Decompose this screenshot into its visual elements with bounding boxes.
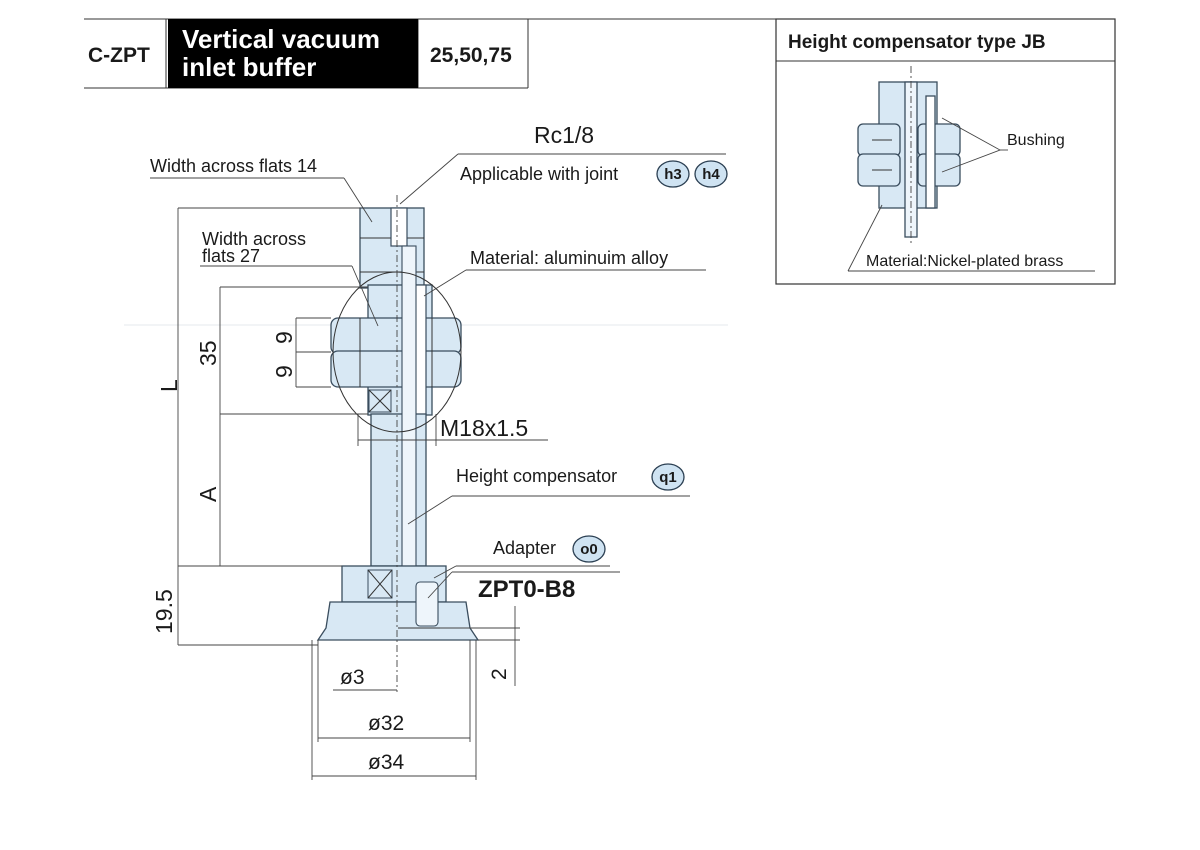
port-thread-label: Rc1/8: [534, 122, 594, 148]
body-cross-mark: [368, 389, 392, 413]
product-title-line-2: inlet buffer: [182, 52, 316, 82]
flats-14-label: Width across flats 14: [150, 156, 317, 176]
inset-bushing: [925, 95, 936, 209]
material-leader: [423, 269, 467, 297]
product-title-line-1: Vertical vacuum: [182, 24, 380, 54]
port-thread-leader: [399, 153, 459, 205]
lock-nut-upper: [330, 317, 462, 355]
joint-badge-h4: [694, 160, 728, 188]
flats-27-label-line-2: flats 27: [202, 246, 260, 266]
lock-nut-lower: [330, 350, 462, 388]
main-part-drawing: [124, 195, 728, 692]
dim-label-pad-outer: ø34: [368, 751, 405, 774]
dim-label-nut-2: 9: [271, 365, 297, 378]
compensator-shaft: [370, 413, 427, 567]
applicable-joint-label: Applicable with joint: [460, 164, 618, 184]
dim-label-pad-inner: ø32: [368, 712, 404, 735]
adapter-badge-o0-text: o0: [580, 541, 598, 558]
pad-insert: [415, 581, 439, 627]
suction-pad: [316, 601, 480, 641]
adapter-cross-mark: [367, 569, 393, 599]
flats-27-leader: [351, 265, 379, 327]
dim-label-35: 35: [195, 340, 221, 366]
height-compensator-leader: [407, 495, 453, 525]
pad-model-label: ZPT0-B8: [478, 576, 575, 603]
dim-label-A: A: [195, 486, 221, 502]
inset-bushing-label: Bushing: [1007, 132, 1065, 149]
body-cross-mark: [368, 389, 392, 413]
thread-label: M18x1.5: [440, 415, 528, 441]
dim-label-L: L: [156, 379, 182, 392]
inset-nut-lower-right: [917, 153, 961, 187]
material-label: Material: aluminuim alloy: [470, 248, 668, 268]
callouts: Width across flats 14 Width across flats…: [150, 122, 728, 603]
flats-27-label-line-1: Width across: [202, 229, 306, 249]
joint-badge-h4-text: h4: [702, 166, 720, 183]
adapter-label: Adapter: [493, 538, 556, 558]
dim-label-bore: ø3: [340, 666, 365, 689]
adapter-leader: [433, 565, 457, 579]
compensator-badge-q1: [651, 463, 685, 491]
inner-rod: [401, 245, 417, 567]
joint-badge-h3: [656, 160, 690, 188]
flats-14-leader: [343, 177, 373, 223]
joint-badge-h3-text: h3: [664, 166, 682, 183]
title-black-panel: [168, 19, 418, 88]
detail-ellipse: [332, 271, 462, 433]
inset-compensator-drawing: [857, 66, 961, 244]
model-code: C-ZPT: [88, 44, 150, 67]
inset-panel: Height compensator type JB Bushing Mater…: [775, 18, 1116, 285]
dim-label-gap: 2: [488, 668, 511, 680]
inset-title: Height compensator type JB: [788, 32, 1046, 53]
adapter-cross-mark: [367, 569, 393, 599]
adapter-badge-o0: [572, 535, 606, 563]
inset-material-label: Material:Nickel-plated brass: [866, 253, 1063, 270]
height-compensator-label: Height compensator: [456, 466, 617, 486]
inset-nut-upper-right: [917, 123, 961, 157]
stroke-sizes: 25,50,75: [430, 44, 512, 67]
title-block: C-ZPT Vertical vacuum inlet buffer 25,50…: [84, 18, 1115, 89]
inset-material-leader: [847, 204, 883, 272]
compensator-badge-q1-text: q1: [659, 469, 677, 486]
dim-label-19-5: 19.5: [151, 589, 177, 634]
dimension-lines: [177, 207, 548, 780]
port-bore: [390, 207, 408, 247]
dim-label-nut-1: 9: [271, 331, 297, 344]
pad-model-leader: [427, 571, 453, 599]
